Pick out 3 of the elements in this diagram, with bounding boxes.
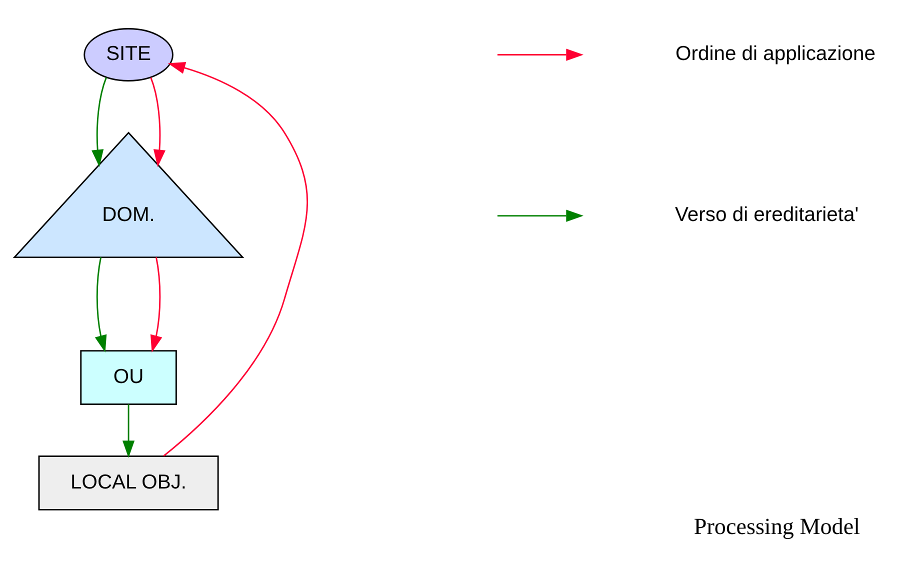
legend-label: Verso di ereditarieta' [675,204,859,226]
caption: Processing Model [694,512,860,539]
legend-label: Ordine di applicazione [676,43,876,66]
